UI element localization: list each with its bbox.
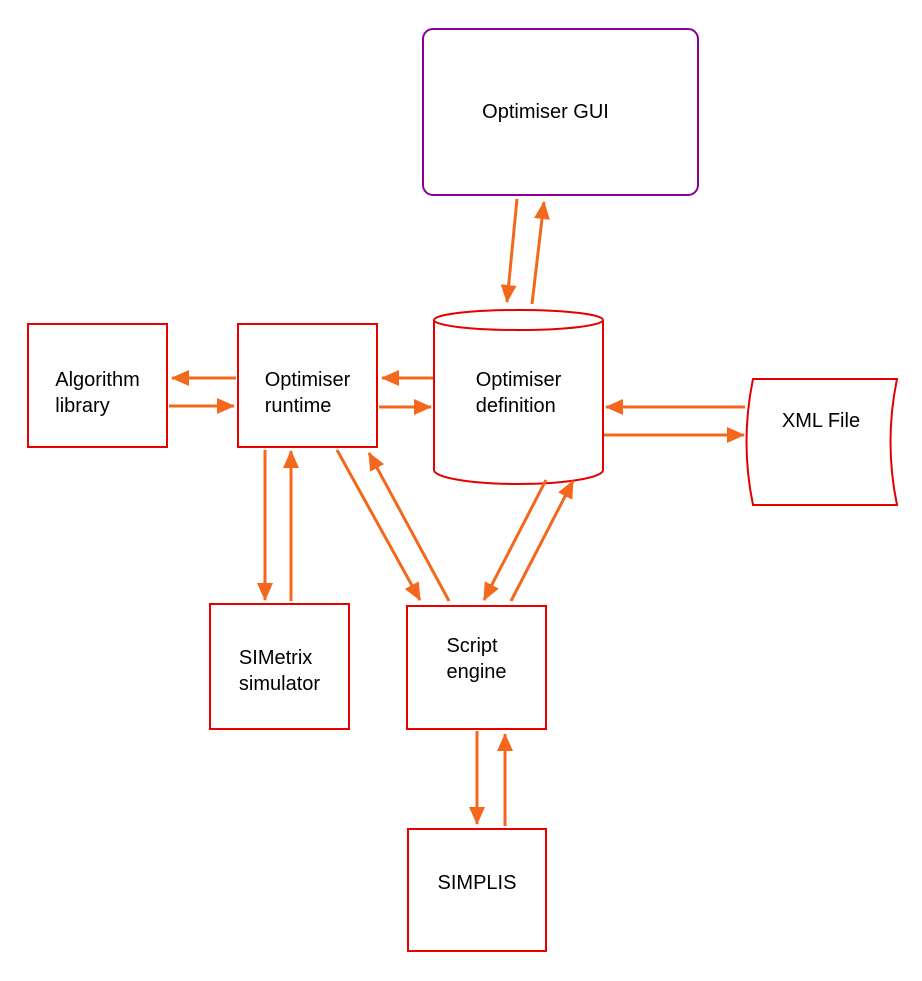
arrow-optimiser-definition-to-gui [530, 201, 550, 305]
node-optimiser-runtime: Optimiser runtime [237, 323, 378, 448]
node-optimiser-gui: Optimiser GUI [422, 28, 699, 196]
node-script-engine: Script engine [406, 605, 547, 730]
simetrix-simulator-label: SIMetrix simulator [238, 646, 321, 695]
optimiser-gui-label: Optimiser GUI [482, 101, 609, 123]
node-xml-file-shape [745, 378, 899, 506]
arrow-script-engine-to-optimiser-runtime [367, 452, 451, 602]
algorithm-library-label: Algorithm library [55, 368, 140, 417]
node-algorithm-library: Algorithm library [27, 323, 168, 448]
arrow-script-engine-to-optimiser-definition [509, 480, 575, 602]
node-simetrix-simulator: SIMetrix simulator [209, 603, 350, 730]
optimiser-definition-label: Optimiser definition [475, 369, 562, 417]
xml-file-label: XML File [781, 410, 861, 432]
arrow-optimiser-definition-to-script-engine [482, 479, 548, 601]
node-simplis: SIMPLIS [407, 828, 547, 952]
arrow-gui-to-optimiser-definition [500, 198, 519, 303]
node-xml-file: XML File [745, 408, 897, 434]
node-optimiser-definition: Optimiser definition [434, 320, 603, 466]
simplis-label: SIMPLIS [437, 872, 517, 894]
script-engine-label: Script engine [446, 634, 507, 683]
optimiser-runtime-label: Optimiser runtime [264, 368, 351, 417]
arrow-optimiser-runtime-to-script-engine [335, 449, 422, 601]
